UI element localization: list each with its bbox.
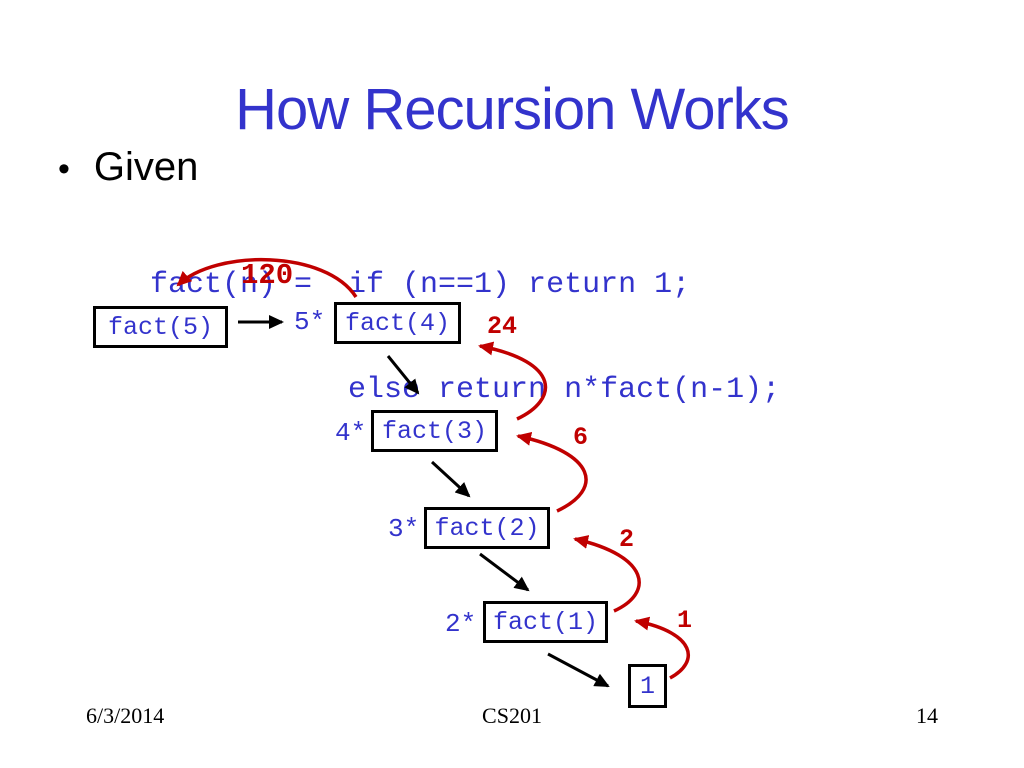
return-value-24: 24 <box>487 312 518 341</box>
bullet-row: • Given <box>58 146 198 190</box>
code-line-2: else return n*fact(n-1); <box>150 373 781 407</box>
return-value-2: 2 <box>619 525 635 554</box>
box-fact5: fact(5) <box>93 306 228 348</box>
box-fact1-label: fact(1) <box>492 607 599 637</box>
call-arrow-fact1-to-result <box>547 652 610 688</box>
multiplier-2: 2* <box>445 609 477 639</box>
footer-date: 6/3/2014 <box>86 703 165 728</box>
box-fact3-label: fact(3) <box>381 416 488 446</box>
call-arrow-fact2-to-fact1 <box>479 552 530 592</box>
box-fact4-label: fact(4) <box>344 308 451 338</box>
box-fact2: fact(2) <box>424 507 550 549</box>
bullet-icon: • <box>58 150 70 188</box>
box-fact1: fact(1) <box>483 601 608 643</box>
return-value-1: 1 <box>677 606 693 635</box>
return-value-120: 120 <box>241 259 294 292</box>
box-fact2-label: fact(2) <box>434 513 540 543</box>
return-value-6: 6 <box>573 423 589 452</box>
box-fact4: fact(4) <box>334 302 461 344</box>
multiplier-3: 3* <box>388 514 420 544</box>
footer-course: CS201 <box>482 703 542 728</box>
box-result: 1 <box>628 664 667 708</box>
bullet-text: Given <box>93 145 199 189</box>
box-fact3: fact(3) <box>371 410 498 452</box>
multiplier-5: 5* <box>294 307 326 337</box>
box-result-label: 1 <box>639 671 655 701</box>
slide-title: How Recursion Works <box>235 77 790 142</box>
box-fact5-label: fact(5) <box>107 312 214 342</box>
multiplier-4: 4* <box>335 418 367 448</box>
footer-page-number: 14 <box>916 703 938 728</box>
